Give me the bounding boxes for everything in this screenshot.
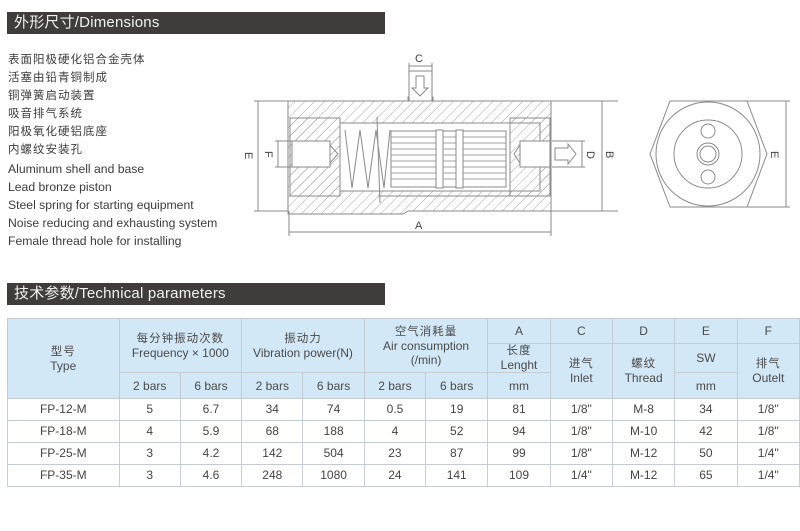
vibrator-cross-section-diagram: C A E F D B E: [242, 53, 790, 236]
feature-cn-6: 内螺纹安装孔: [8, 144, 83, 157]
feature-en-3: Steel spring for starting equipment: [8, 197, 194, 212]
table-row: FP-12-M 5 6.7 34 74 0.5 19 81 1/8" M-8 3…: [7, 398, 800, 421]
feature-en-4: Noise reducing and exhausting system: [8, 215, 218, 230]
header-f-outlet: 排气 Outelt: [736, 343, 800, 399]
feature-cn-3: 铜弹簧启动装置: [8, 90, 96, 103]
header-freq-2bars: 2 bars: [118, 372, 181, 399]
technical-parameters-table: 型号 Type 每分钟振动次数 Frequency × 1000 振动力 Vib…: [7, 318, 800, 487]
header-type: 型号 Type: [7, 318, 120, 399]
header-vibration-power: 振动力 Vibration power(N): [241, 318, 365, 373]
header-air-2bars: 2 bars: [363, 372, 427, 399]
feature-cn-2: 活塞由铅青铜制成: [8, 72, 108, 85]
header-e-sw: SW: [674, 343, 738, 373]
header-c: C: [549, 318, 613, 344]
dim-label-e: E: [242, 152, 254, 159]
feature-en-1: Aluminum shell and base: [8, 161, 145, 176]
header-d-thread: 螺纹 Thread: [611, 343, 676, 399]
dim-label-e-end: E: [768, 151, 780, 158]
header-freq-6bars: 6 bars: [179, 372, 243, 399]
header-e-unit: mm: [674, 372, 738, 399]
header-a: A: [487, 318, 551, 344]
feature-cn-1: 表面阳极硬化铝合金壳体: [8, 54, 146, 66]
technical-section-title: 技术参数/Technical parameters: [7, 283, 385, 305]
dim-label-f: F: [262, 151, 274, 158]
feature-cn-5: 阳极氧化硬铝底座: [8, 126, 108, 139]
dim-label-c: C: [415, 53, 423, 65]
table-row: FP-18-M 4 5.9 68 188 4 52 94 1/8" M-10 4…: [7, 420, 800, 443]
header-power-6bars: 6 bars: [302, 372, 365, 399]
header-frequency: 每分钟振动次数 Frequency × 1000: [118, 318, 243, 373]
feature-en-2: Lead bronze piston: [8, 179, 112, 194]
header-f: F: [736, 318, 800, 344]
table-row: FP-35-M 3 4.6 248 1080 24 141 109 1/4" M…: [7, 464, 800, 487]
dimensions-section-title: 外形尺寸/Dimensions: [7, 12, 385, 34]
header-air-6bars: 6 bars: [425, 372, 489, 399]
feature-en-5: Female thread hole for installing: [8, 233, 182, 248]
header-d: D: [611, 318, 676, 344]
dim-label-b: B: [603, 151, 615, 158]
header-power-2bars: 2 bars: [241, 372, 304, 399]
header-air-consumption: 空气消耗量 Air consumption (/min): [363, 318, 489, 373]
header-a-unit: mm: [487, 372, 551, 399]
header-a-length: 长度 Lenght: [487, 343, 551, 373]
table-row: FP-25-M 3 4.2 142 504 23 87 99 1/8" M-12…: [7, 442, 800, 465]
header-e: E: [674, 318, 738, 344]
header-c-inlet: 进气 Inlet: [549, 343, 613, 399]
feature-list: 表面阳极硬化铝合金壳体 活塞由铅青铜制成 铜弹簧启动装置 吸音排气系统 阳极氧化…: [8, 51, 217, 250]
dim-label-a: A: [415, 220, 423, 232]
feature-cn-4: 吸音排气系统: [8, 108, 83, 121]
dim-label-d: D: [584, 151, 596, 159]
